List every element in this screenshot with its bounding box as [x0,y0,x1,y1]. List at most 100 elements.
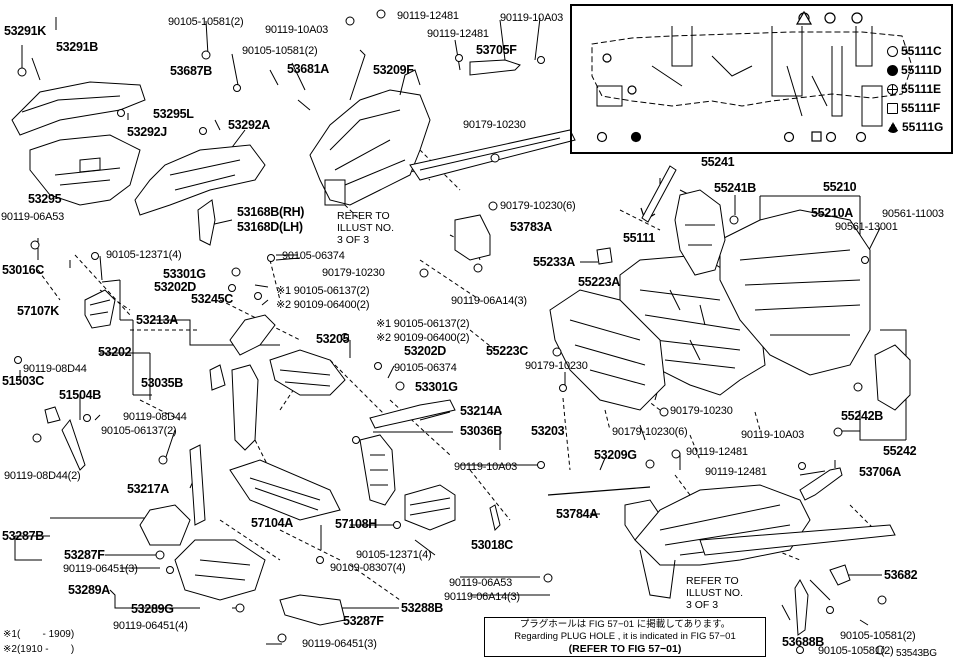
part-label[interactable]: 53018C [471,538,513,552]
part-label[interactable]: 53301G [415,380,458,394]
part-label[interactable]: 55223A [578,275,620,289]
part-label[interactable]: ※1 90105-06137(2) [276,285,370,297]
part-label[interactable]: 90119-06451(3) [63,563,138,575]
plug-hole-note: プラグホールは FIG 57−01 に掲載してあります。 Regarding P… [484,617,766,657]
part-label[interactable]: 90119-10A03 [265,24,329,36]
part-label[interactable]: 53681A [287,62,329,76]
part-label[interactable]: 53016C [2,263,44,277]
part-label[interactable]: 90119-12481 [397,10,459,22]
part-label[interactable]: 55210A [811,206,853,220]
part-label[interactable]: 90179-10230 [525,360,588,372]
part-label[interactable]: 90119-10A03 [500,12,564,24]
part-label[interactable]: 90119-10A03 [741,429,805,441]
part-label[interactable]: 90119-06A53 [1,211,65,223]
part-label[interactable]: 53289A [68,583,110,597]
part-label[interactable]: 90179-10230 [670,405,733,417]
part-label[interactable]: 53295 [28,192,62,206]
part-label[interactable]: 53287F [343,614,384,628]
part-label[interactable]: 90119-12481 [427,28,489,40]
legend-item-55111F: 55111F [887,101,940,115]
part-label[interactable]: 90119-12481 [705,466,767,478]
part-label[interactable]: 53688B [782,635,824,649]
part-label[interactable]: 53202 [98,345,132,359]
part-label[interactable]: 90119-08D44(2) [4,470,81,482]
part-label[interactable]: 53295L [153,107,194,121]
part-label[interactable]: 53202D [404,344,446,358]
part-label[interactable]: 51504B [59,388,101,402]
part-label[interactable]: 90119-06A53 [449,577,513,589]
part-label[interactable]: 53292J [127,125,167,139]
part-label[interactable]: 53706A [859,465,901,479]
part-label[interactable]: 51503C [2,374,44,388]
legend-item-55111C: 55111C [887,44,942,58]
part-label[interactable]: 55111 [623,231,655,245]
part-label[interactable]: 53287F [64,548,105,562]
part-label[interactable]: 90105-12371(4) [106,249,182,261]
part-label[interactable]: 53292A [228,118,270,132]
part-label[interactable]: 90561-11003 [882,208,944,220]
part-label[interactable]: 90119-06451(4) [113,620,188,632]
part-label[interactable]: 55242B [841,409,883,423]
part-label[interactable]: 90105-12371(4) [356,549,432,561]
part-label[interactable]: 90119-08D44 [123,411,187,423]
part-label[interactable]: 57108H [335,517,377,531]
part-label[interactable]: ※2 90109-06400(2) [276,299,370,311]
part-label[interactable]: ※1 90105-06137(2) [376,318,470,330]
part-label[interactable]: 90105-10581(2) [168,16,244,28]
part-label[interactable]: 90109-08307(4) [330,562,406,574]
part-label[interactable]: 53203 [531,424,565,438]
part-label[interactable]: 90105-10581(2) [242,45,318,57]
part-label[interactable]: 53291K [4,24,46,38]
part-label[interactable]: 53783A [510,220,552,234]
part-label[interactable]: 55233A [533,255,575,269]
part-label[interactable]: 90179-10230 [463,119,526,131]
part-label[interactable]: 53213A [136,313,178,327]
part-label[interactable]: 53682 [884,568,918,582]
part-label[interactable]: 53168B(RH) [237,205,305,219]
part-label[interactable]: 90119-10A03 [454,461,518,473]
part-label[interactable]: 53168D(LH) [237,220,303,234]
part-label[interactable]: 53245C [191,292,233,306]
part-label[interactable]: 53209G [594,448,637,462]
part-label[interactable]: 90105-06374 [394,362,457,374]
part-label[interactable]: 57107K [17,304,59,318]
part-label[interactable]: 55241B [714,181,756,195]
part-label[interactable]: ※2 90109-06400(2) [376,332,470,344]
part-label[interactable]: 53217A [127,482,169,496]
part-label[interactable]: 55210 [823,180,857,194]
part-label[interactable]: 90105-10581(2) [818,645,894,657]
part-label[interactable]: 53288B [401,601,443,615]
part-label[interactable]: 53784A [556,507,598,521]
part-label[interactable]: 53209F [373,63,414,77]
part-label[interactable]: 90119-08D44 [23,363,87,375]
part-label[interactable]: 90105-10581(2) [840,630,916,642]
part-label[interactable]: 90119-06A14(3) [451,295,527,307]
part-label[interactable]: 90179-10230(6) [500,200,576,212]
part-label[interactable]: 53705F [476,43,517,57]
inset-drawing [591,10,913,143]
part-label[interactable]: 90105-06137(2) [101,425,177,437]
part-label[interactable]: 55242 [883,444,917,458]
part-label[interactable]: 53202D [154,280,196,294]
part-label[interactable]: 53214A [460,404,502,418]
part-label[interactable]: 90119-12481 [686,446,748,458]
part-label[interactable]: 90119-06451(3) [302,638,377,650]
part-label[interactable]: 90179-10230(6) [612,426,688,438]
part-label[interactable]: 90179-10230 [322,267,385,279]
part-label[interactable]: 53289G [131,602,174,616]
part-label[interactable]: 53036B [460,424,502,438]
part-label[interactable]: 53205 [316,332,350,346]
inset-panel [570,4,953,154]
part-label[interactable]: 57104A [251,516,293,530]
part-label[interactable]: 55223C [486,344,528,358]
part-label[interactable]: 90119-06A14(3) [444,591,520,603]
part-label[interactable]: 53291B [56,40,98,54]
part-label[interactable]: 90561-13001 [835,221,898,233]
part-label[interactable]: 53687B [170,64,212,78]
part-label[interactable]: 53035B [141,376,183,390]
part-label[interactable]: 53301G [163,267,206,281]
part-label[interactable]: 53287B [2,529,44,543]
part-label[interactable]: 90105-06374 [282,250,345,262]
square-icon [887,103,898,114]
part-label[interactable]: 55241 [701,155,735,169]
